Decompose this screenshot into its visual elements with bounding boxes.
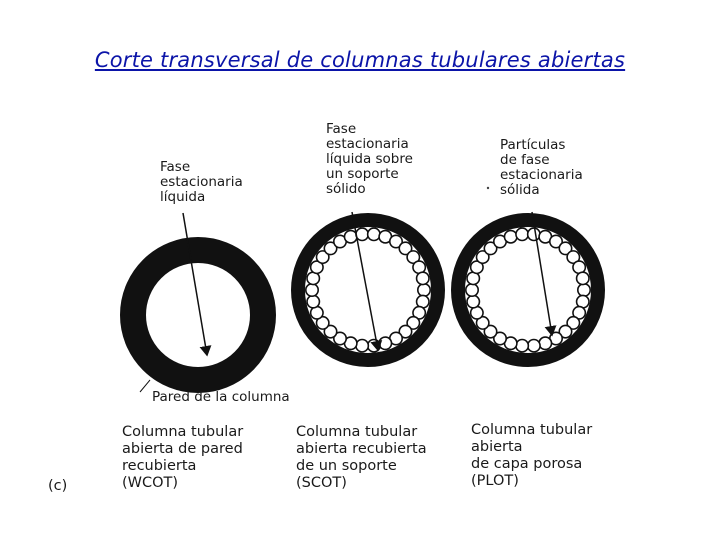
particle [366,227,381,242]
particle [406,315,421,330]
scot-support-particles [304,227,431,353]
particle [412,305,427,320]
particle [315,250,330,265]
particle [309,260,324,275]
particle [415,271,430,286]
particle [566,315,581,330]
particle [323,241,338,256]
particle [576,282,591,297]
particle [323,324,338,339]
particle [416,282,431,297]
particle [355,338,370,353]
particle [343,229,358,244]
particle [306,294,321,309]
page-title: Corte transversal de columnas tubulares … [94,48,626,72]
particle [304,282,319,297]
label-liquid-stationary-phase: Fase estacionaria líquida [160,159,243,205]
particle [315,315,330,330]
wcot-pointer-arrow [182,212,212,357]
plot-porous-particles [464,227,591,353]
panel-letter: (c) [48,478,68,494]
particle [515,227,530,242]
particle [355,227,370,242]
scot-wall-ring [291,213,445,367]
particle [548,234,563,249]
wcot-column [120,212,276,393]
wall-label-leader [139,379,151,393]
particle [388,234,403,249]
particle [492,331,507,346]
particle [475,250,490,265]
label-liquid-on-solid-support: Fase estacionaria líquida sobre un sopor… [326,121,413,197]
particle [406,250,421,265]
particle [558,241,573,256]
label-column-wall: Pared de la columna [152,389,290,405]
particle [483,324,498,339]
particle [515,338,530,353]
particle [558,324,573,339]
particle [572,305,587,320]
particle [366,338,381,353]
particle [475,315,490,330]
wcot-wall-ring [120,237,276,393]
particle [466,294,481,309]
caption-wcot: Columna tubular abierta de pared recubie… [122,424,244,491]
plot-pointer-arrow [531,211,557,337]
plot-wall-ring [451,213,605,367]
caption-scot: Columna tubular abierta recubierta de un… [296,424,427,491]
particle [538,336,553,351]
particle [332,331,347,346]
speck [486,186,490,190]
particle [503,229,518,244]
particle [464,282,479,297]
particle [378,336,393,351]
particle [566,250,581,265]
particle [526,338,541,353]
particle [469,260,484,275]
scot-column [291,211,445,367]
label-solid-particles: Partículas de fase estacionaria sólida [500,137,583,198]
particle [483,241,498,256]
caption-plot: Columna tubular abierta de capa porosa (… [471,422,593,489]
particle [398,324,413,339]
particle [526,227,541,242]
scot-pointer-arrow [351,211,383,352]
particle [398,241,413,256]
plot-column [451,211,605,367]
particle [575,271,590,286]
